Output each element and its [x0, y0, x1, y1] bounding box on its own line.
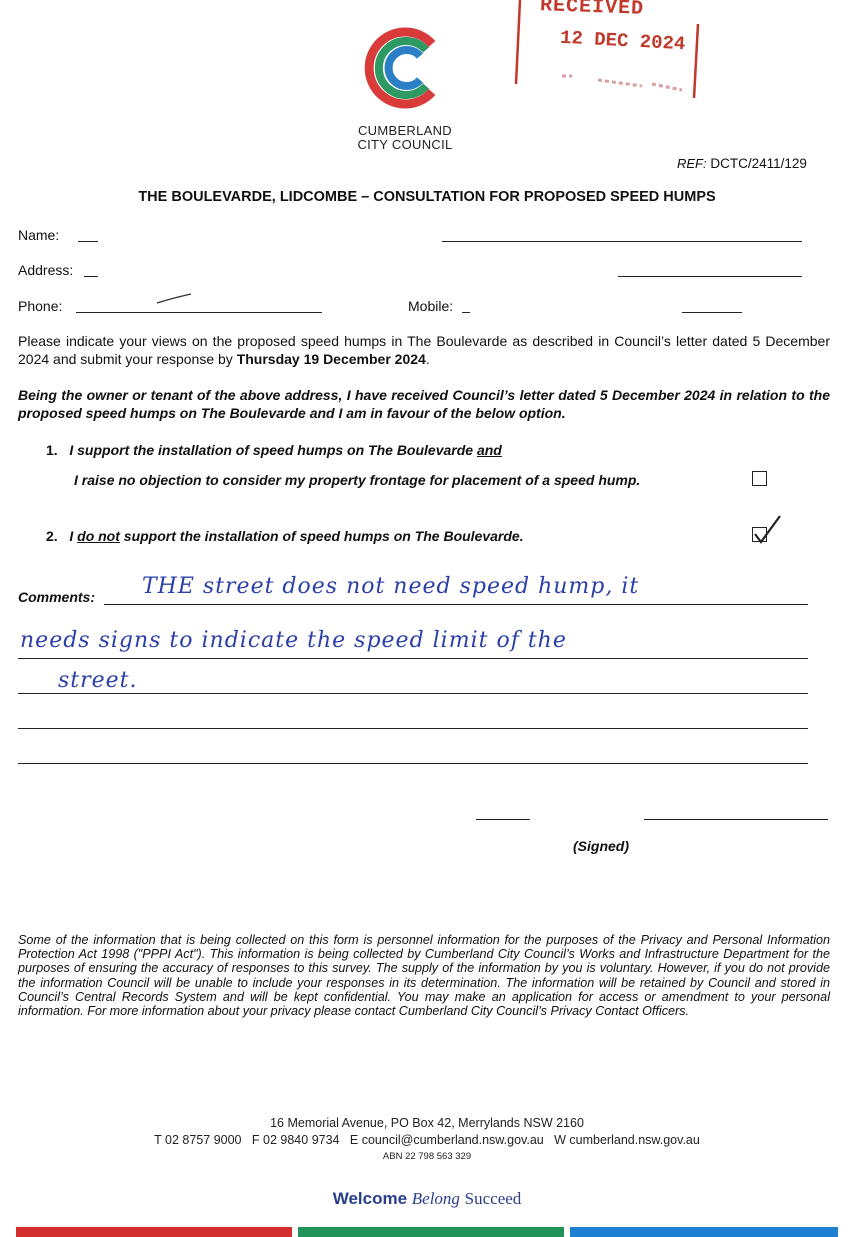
council-logo-icon — [364, 27, 436, 109]
tagline-welcome: Welcome — [332, 1189, 408, 1208]
name-field-line[interactable] — [78, 241, 98, 242]
council-name-line1: CUMBERLAND — [357, 123, 452, 138]
ref-value: DCTC/2411/129 — [710, 156, 807, 171]
comment-handwriting-1: THE street does not need speed hump, it — [142, 574, 640, 599]
comments-label: Comments: — [18, 589, 96, 605]
footer-bar-green — [298, 1227, 564, 1237]
stamp-received-text: RECEIVED — [539, 0, 645, 21]
deadline: Thursday 19 December 2024 — [236, 351, 426, 367]
comment-line-2[interactable] — [18, 658, 808, 659]
checkmark-icon — [754, 515, 781, 544]
comment-handwriting-2: needs signs to indicate the speed limit … — [20, 628, 567, 653]
signature-line-left[interactable] — [476, 819, 530, 820]
form-title: THE BOULEVARDE, LIDCOMBE – CONSULTATION … — [138, 189, 716, 205]
option-1-line2: I raise no objection to consider my prop… — [74, 472, 641, 488]
privacy-notice: Some of the information that is being co… — [18, 933, 830, 1019]
declaration-text: Being the owner or tenant of the above a… — [18, 387, 830, 421]
tagline-belong: Belong — [411, 1189, 460, 1208]
footer-address: 16 Memorial Avenue, PO Box 42, Merryland… — [270, 1116, 584, 1130]
signature-line-right[interactable] — [644, 819, 828, 820]
phone-field-line[interactable] — [76, 312, 322, 313]
option-1-checkbox[interactable] — [752, 471, 767, 486]
comment-line-5[interactable] — [18, 763, 808, 764]
mobile-field-line-right[interactable] — [682, 312, 742, 313]
ref-label: REF: — [677, 156, 707, 171]
reference-number: REF: DCTC/2411/129 — [677, 156, 807, 171]
option-2-line: 2. I do not support the installation of … — [46, 528, 524, 544]
received-stamp-icon — [514, 0, 700, 99]
address-field-line[interactable] — [84, 276, 98, 277]
comment-line-3[interactable] — [18, 693, 808, 694]
address-field-line-right[interactable] — [618, 276, 802, 277]
signed-label: (Signed) — [573, 838, 629, 854]
tagline: Welcome Belong Succeed — [0, 1189, 854, 1209]
pen-mark-icon — [156, 293, 192, 304]
comment-line-1[interactable] — [104, 604, 808, 605]
address-label: Address: — [18, 262, 74, 278]
phone-label: Phone: — [18, 298, 63, 314]
footer-contacts: T 02 8757 9000 F 02 9840 9734 E council@… — [154, 1133, 700, 1147]
footer-bar-red — [16, 1227, 292, 1237]
name-field-line-right[interactable] — [442, 241, 802, 242]
comment-line-4[interactable] — [18, 728, 808, 729]
comment-handwriting-3: street. — [58, 668, 138, 693]
tagline-succeed: Succeed — [464, 1189, 522, 1208]
option-1-line1: 1. I support the installation of speed h… — [46, 442, 502, 458]
name-label: Name: — [18, 227, 60, 243]
footer-bar-blue — [570, 1227, 838, 1237]
council-name-line2: CITY COUNCIL — [357, 137, 453, 152]
mobile-field-line[interactable] — [462, 312, 470, 313]
mobile-label: Mobile: — [408, 298, 454, 314]
footer-abn: ABN 22 798 563 329 — [382, 1151, 472, 1162]
instruction-text: Please indicate your views on the propos… — [18, 333, 830, 367]
